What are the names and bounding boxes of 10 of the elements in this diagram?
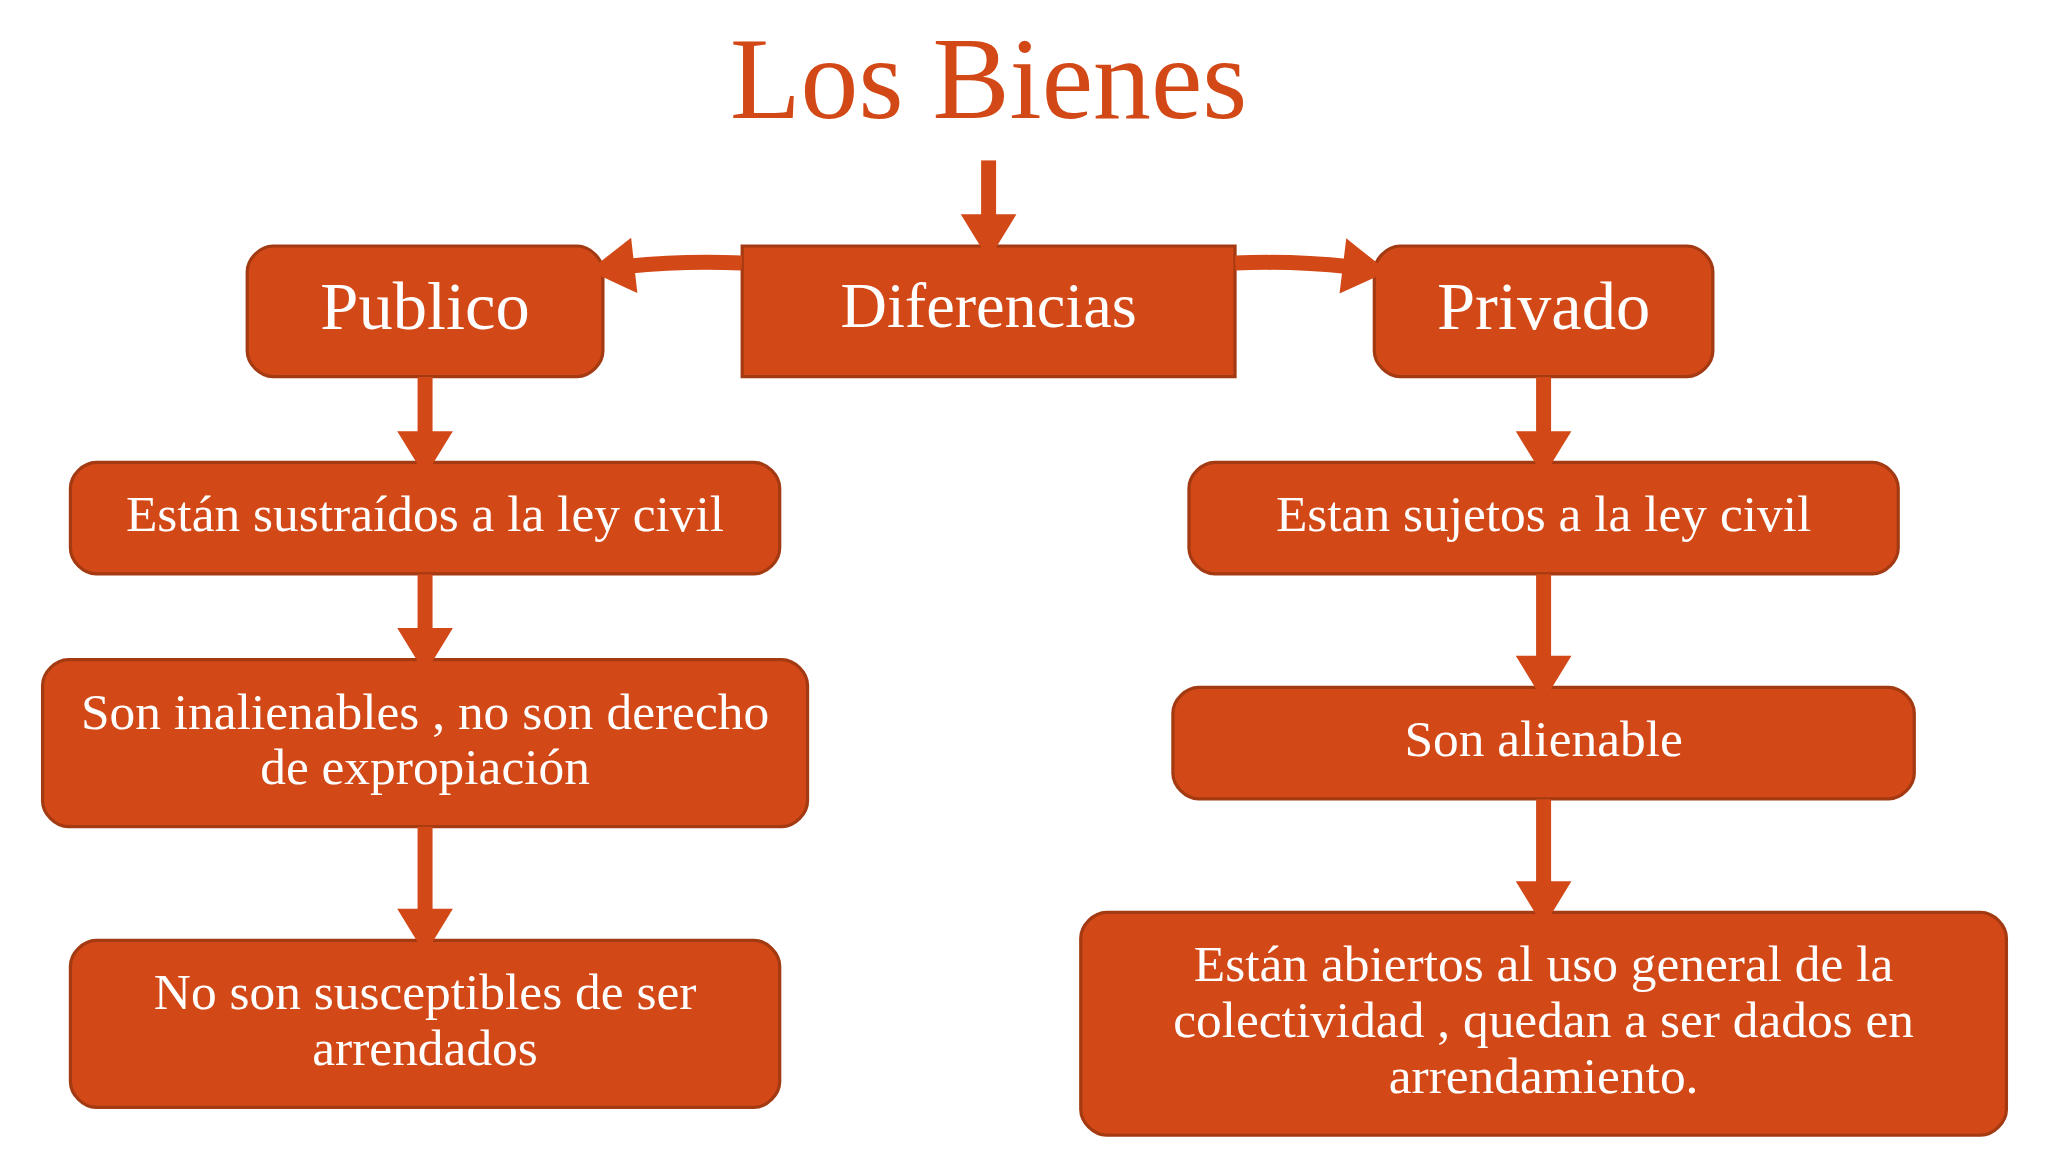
node-box: Estan sujetos a la ley civil: [1186, 460, 1900, 576]
node-box: Publico: [245, 244, 604, 379]
node-box: Son inalienables , no son derecho de expropiación: [40, 657, 809, 829]
node-box: No son susceptibles de ser arrendados: [68, 938, 781, 1109]
node-box: Están sustraídos a la ley civil: [68, 460, 781, 576]
node-box: Son alienable: [1170, 685, 1916, 801]
node-box: Están abiertos al uso general de la colectividad , quedan a ser dados en arrendamiento.: [1078, 910, 2008, 1137]
node-box: Privado: [1372, 244, 1714, 379]
node-box: Diferencias: [740, 244, 1237, 379]
node-text: Los Bienes: [729, 14, 1247, 143]
